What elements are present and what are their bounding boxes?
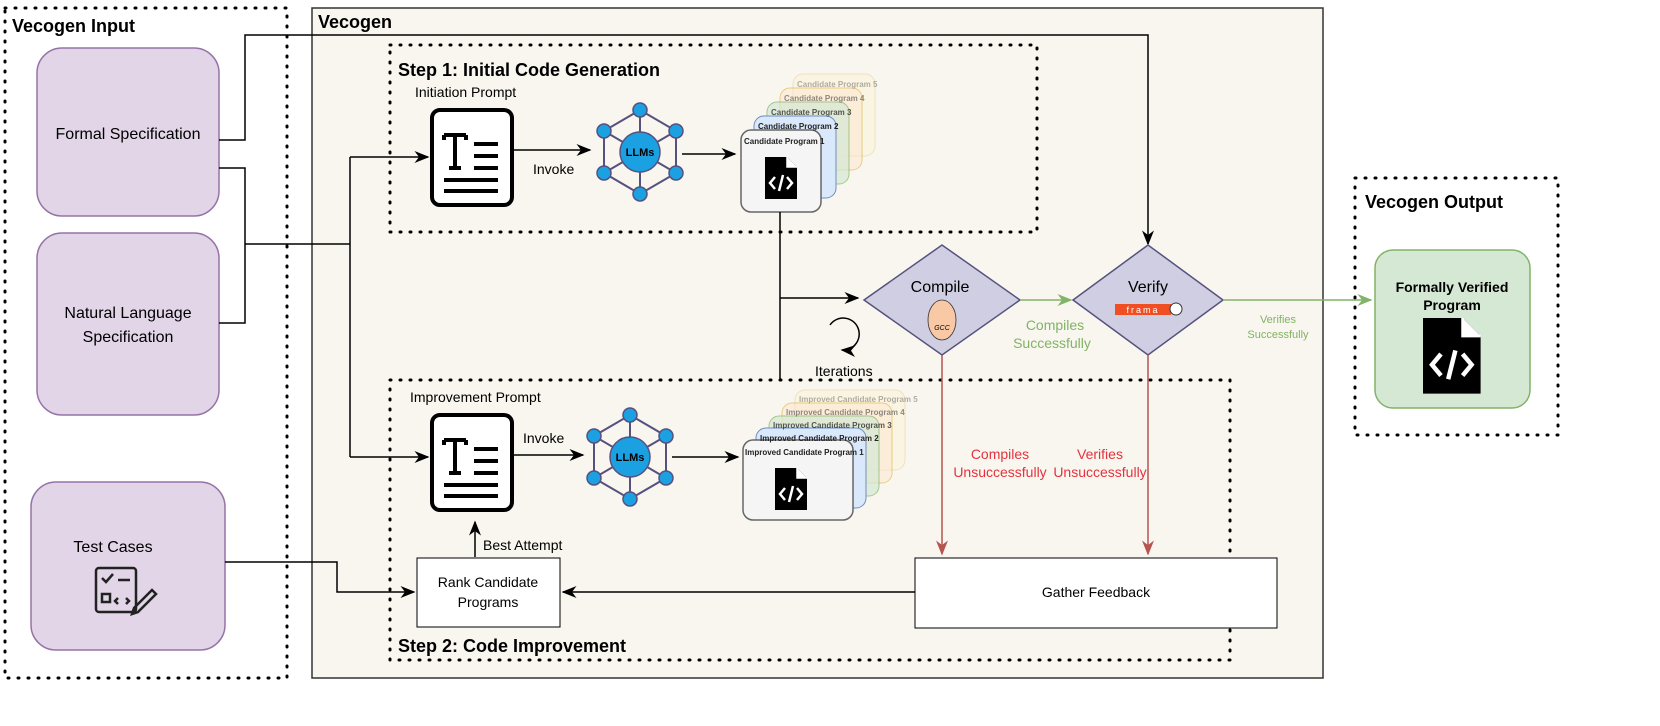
gather-feedback-box [914, 557, 1278, 629]
step2-container [388, 378, 1232, 662]
svg-text:Candidate Program 4: Candidate Program 4 [784, 94, 865, 103]
formal-spec-label: Formal Specification [56, 126, 201, 143]
compiles-bad-label-2: Unsuccessfully [953, 464, 1046, 480]
compiles-ok-label-2: Successfully [1013, 335, 1091, 351]
verifies-bad-label-2: Unsuccessfully [1053, 464, 1146, 480]
verify-label: Verify [1128, 279, 1168, 296]
improvement-prompt-label: Improvement Prompt [410, 389, 541, 405]
candidate-stack: Candidate Program 5 Candidate Program 4 … [740, 73, 878, 213]
svg-text:Improved Candidate Program 5: Improved Candidate Program 5 [799, 395, 918, 404]
svg-text:LLMs: LLMs [626, 147, 655, 159]
compiles-bad-label-1: Compiles [971, 446, 1029, 462]
improved-candidate-stack: Improved Candidate Program 5 Improved Ca… [742, 389, 918, 521]
initiation-prompt-icon [430, 108, 514, 207]
vecogen-input-container [3, 6, 289, 680]
rank-candidates-box [416, 557, 561, 628]
natural-spec-label-2: Specification [83, 329, 174, 346]
llm-hub-icon-1: LLMs [596, 102, 684, 202]
iterations-label: Iterations [815, 363, 873, 379]
invoke-label-1: Invoke [533, 161, 574, 177]
output-label-1: Formally Verified [1396, 279, 1509, 295]
improved-code-file-icon [773, 466, 809, 512]
verified-code-file-icon [1423, 318, 1481, 394]
svg-text:Candidate Program 5: Candidate Program 5 [797, 80, 878, 89]
compile-label: Compile [911, 279, 970, 296]
verifies-ok-label-1: Verifies [1260, 314, 1297, 326]
vecogen-output-container [1353, 176, 1560, 437]
gather-feedback-label: Gather Feedback [1042, 584, 1151, 600]
input-title: Vecogen Input [12, 16, 135, 36]
svg-text:Improved Candidate Program 4: Improved Candidate Program 4 [786, 408, 905, 417]
natural-spec-label-1: Natural Language [64, 305, 191, 322]
gcc-logo: GCC [927, 299, 957, 341]
svg-text:LLMs: LLMs [616, 452, 645, 464]
rank-label-2: Programs [458, 594, 519, 610]
verifies-bad-label-1: Verifies [1077, 446, 1123, 462]
step1-title: Step 1: Initial Code Generation [398, 60, 660, 80]
main-title: Vecogen [318, 12, 392, 32]
svg-text:frama: frama [1126, 305, 1159, 315]
invoke-label-2: Invoke [523, 430, 564, 446]
svg-text:Improved Candidate Program 3: Improved Candidate Program 3 [773, 421, 892, 430]
frama-c-logo: frama [1115, 302, 1183, 316]
svg-text:Candidate Program 1: Candidate Program 1 [744, 137, 825, 146]
svg-text:Candidate Program 3: Candidate Program 3 [771, 108, 852, 117]
compiles-ok-label-1: Compiles [1026, 317, 1084, 333]
rank-label-1: Rank Candidate [438, 574, 539, 590]
svg-text:GCC: GCC [934, 325, 951, 332]
output-title: Vecogen Output [1365, 192, 1503, 212]
output-label-2: Program [1423, 297, 1481, 313]
test-cases-box [30, 481, 226, 651]
test-cases-label: Test Cases [73, 539, 152, 556]
verifies-ok-label-2: Successfully [1247, 329, 1309, 341]
best-attempt-label: Best Attempt [483, 537, 562, 553]
llm-hub-icon-2: LLMs [586, 407, 674, 507]
test-checklist-icon [94, 566, 158, 616]
svg-text:Improved Candidate Program 2: Improved Candidate Program 2 [760, 434, 879, 443]
step2-title: Step 2: Code Improvement [398, 636, 626, 656]
code-file-icon [763, 155, 799, 201]
svg-text:Candidate Program 2: Candidate Program 2 [758, 122, 839, 131]
iterations-cycle-icon [829, 317, 860, 357]
natural-spec-box [36, 232, 220, 416]
svg-text:Improved Candidate Program 1: Improved Candidate Program 1 [745, 448, 864, 457]
improvement-prompt-icon [430, 413, 514, 512]
initiation-prompt-label: Initiation Prompt [415, 84, 516, 100]
formal-spec-box [36, 47, 220, 217]
step1-container [388, 43, 1039, 234]
